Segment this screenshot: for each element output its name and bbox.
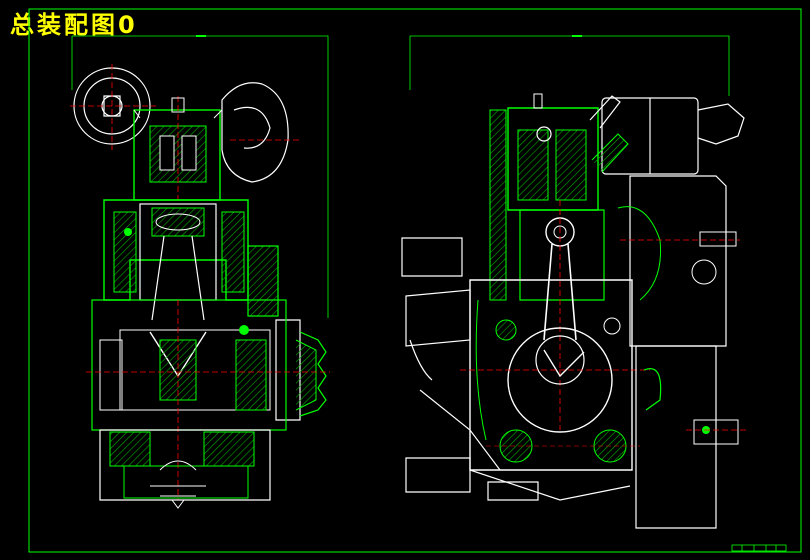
cylinder-head-left [133, 96, 223, 201]
cylinder-head-right [507, 93, 629, 211]
drawing-title: 总装配图0 [10, 11, 138, 39]
title-block [731, 544, 787, 552]
fuel-tank [601, 97, 745, 175]
air-filter-left [221, 82, 289, 183]
front-section-view [70, 35, 330, 509]
radiator-cover-right [617, 175, 748, 529]
cylinder-block-right [489, 109, 605, 430]
crankcase-right [460, 279, 650, 471]
side-section-view [401, 35, 748, 529]
cylinder-block-left [103, 199, 249, 321]
base-skid [469, 469, 631, 501]
drawing-border [28, 8, 802, 553]
intake-left-attachments [401, 237, 501, 493]
oil-sump-left [99, 429, 271, 509]
crankshaft-left [86, 299, 330, 500]
flywheel-housing-left [247, 245, 327, 421]
